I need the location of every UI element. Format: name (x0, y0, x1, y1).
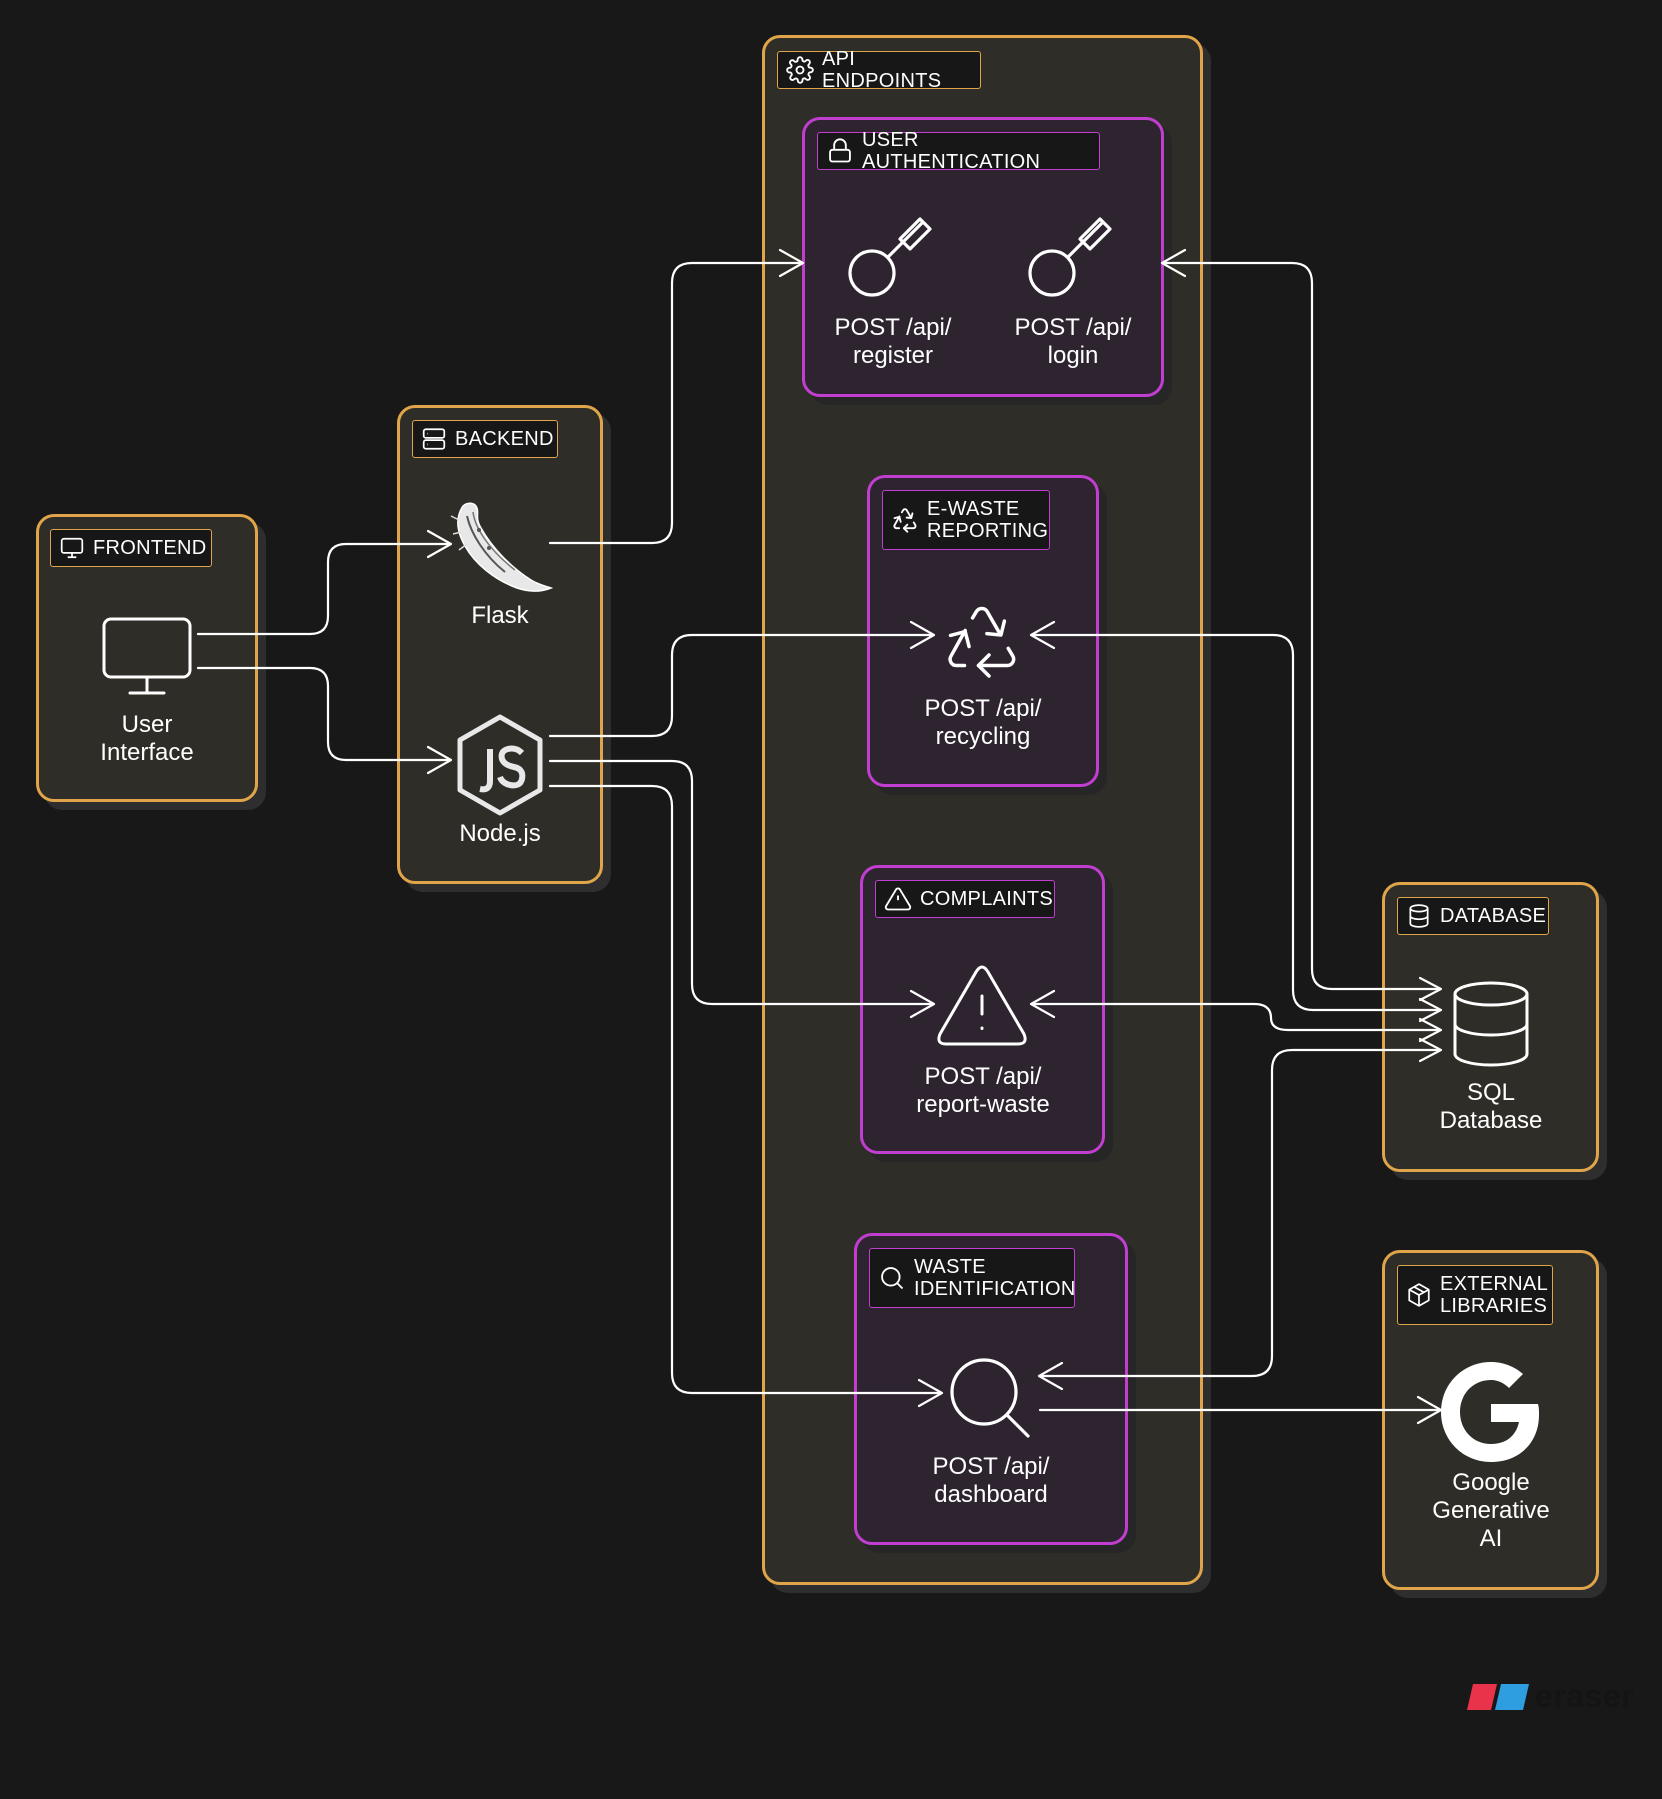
arrow-sql-dashboard (1037, 1361, 1064, 1391)
e-waste-reporting-label-text: E-WASTE REPORTING (927, 498, 1049, 542)
external-libraries-label: EXTERNAL LIBRARIES (1397, 1265, 1553, 1325)
frontend-label-text: FRONTEND (93, 537, 207, 559)
eraser-logo-text: eraser (1535, 1678, 1635, 1714)
waste-identification-label-text: WASTE IDENTIFICATION (914, 1256, 1076, 1300)
flask-icon (450, 502, 553, 592)
nodejs-icon (457, 714, 543, 816)
e-waste-reporting-label: E-WASTE REPORTING (882, 490, 1050, 550)
nodejs-label: Node.js (459, 820, 541, 847)
database-icon (1453, 981, 1529, 1067)
search-icon (881, 1267, 904, 1290)
google-ai-label: Google Generative AI (1432, 1469, 1550, 1552)
database-icon (1409, 904, 1429, 928)
database-label: DATABASE (1397, 897, 1549, 935)
complaints-label: COMPLAINTS (875, 880, 1055, 918)
arrow-sql-recycling (1029, 620, 1056, 650)
edge-nodejs-reportwaste (548, 759, 934, 1006)
recycle-icon (948, 606, 1016, 678)
database-label-text: DATABASE (1440, 905, 1547, 927)
waste-identification-label: WASTE IDENTIFICATION (869, 1248, 1075, 1308)
gear-icon (786, 56, 814, 84)
frontend-label: FRONTEND (50, 529, 212, 567)
login-label: POST /api/ login (1014, 314, 1132, 369)
api-endpoints-label-text: API ENDPOINTS (822, 48, 942, 92)
warning-icon (937, 965, 1027, 1046)
monitor-icon (102, 617, 192, 695)
edge-nodejs-recycling (548, 633, 934, 738)
arrow-nodejs-reportwaste (909, 989, 936, 1019)
arrow-into-sql-3 (1418, 1017, 1443, 1043)
arrow-dashboard-google (1416, 1395, 1443, 1425)
dashboard-label: POST /api/ dashboard (932, 1453, 1050, 1508)
arrow-ui-nodejs (426, 745, 453, 775)
edge-nodejs-dashboard (548, 784, 942, 1395)
warning-icon (884, 887, 912, 911)
edge-sql-reportwaste (1030, 1002, 1442, 1032)
edge-sql-recycling (1030, 633, 1442, 1012)
user-interface-label: User Interface (100, 711, 194, 766)
edge-sql-dashboard (1038, 1048, 1442, 1378)
key-icon (1028, 217, 1112, 297)
edge-ui-flask (196, 542, 451, 636)
user-authentication-label: USER AUTHENTICATION (817, 129, 1100, 173)
edge-flask-register (548, 261, 804, 545)
recycling-label: POST /api/ recycling (924, 695, 1042, 750)
arrow-sql-login (1160, 248, 1187, 278)
report-waste-label: POST /api/ report-waste (916, 1063, 1050, 1118)
edge-ui-nodejs (196, 666, 451, 762)
register-label: POST /api/ register (834, 314, 952, 369)
arrow-sql-reportwaste (1029, 989, 1056, 1019)
arrow-into-sql-2 (1418, 997, 1443, 1023)
arrow-into-sql-4 (1418, 1037, 1443, 1063)
edge-sql-login (1161, 261, 1442, 991)
backend-group (397, 405, 603, 884)
backend-label-text: BACKEND (455, 428, 554, 450)
recycle-icon (893, 508, 917, 533)
arrow-flask-register (778, 248, 805, 278)
server-icon (422, 428, 446, 450)
backend-label: BACKEND (412, 420, 558, 458)
external-libraries-label-text: EXTERNAL LIBRARIES (1440, 1273, 1548, 1317)
package-icon (1408, 1283, 1430, 1307)
google-icon (1441, 1362, 1539, 1462)
arrow-ui-flask (426, 529, 453, 559)
key-icon (848, 217, 932, 297)
api-endpoints-label: API ENDPOINTS (777, 48, 981, 92)
lock-icon (829, 138, 851, 163)
user-authentication-label-text: USER AUTHENTICATION (862, 129, 1041, 173)
monitor-icon (60, 537, 84, 559)
arrow-nodejs-recycling (909, 620, 936, 650)
sql-database-label: SQL Database (1439, 1079, 1543, 1134)
flask-label: Flask (471, 602, 529, 629)
search-icon (950, 1358, 1030, 1438)
arrow-nodejs-dashboard (917, 1378, 944, 1408)
arrow-into-sql-1 (1418, 976, 1443, 1002)
eraser-logo-icon (1467, 1684, 1529, 1710)
complaints-label-text: COMPLAINTS (920, 888, 1054, 910)
